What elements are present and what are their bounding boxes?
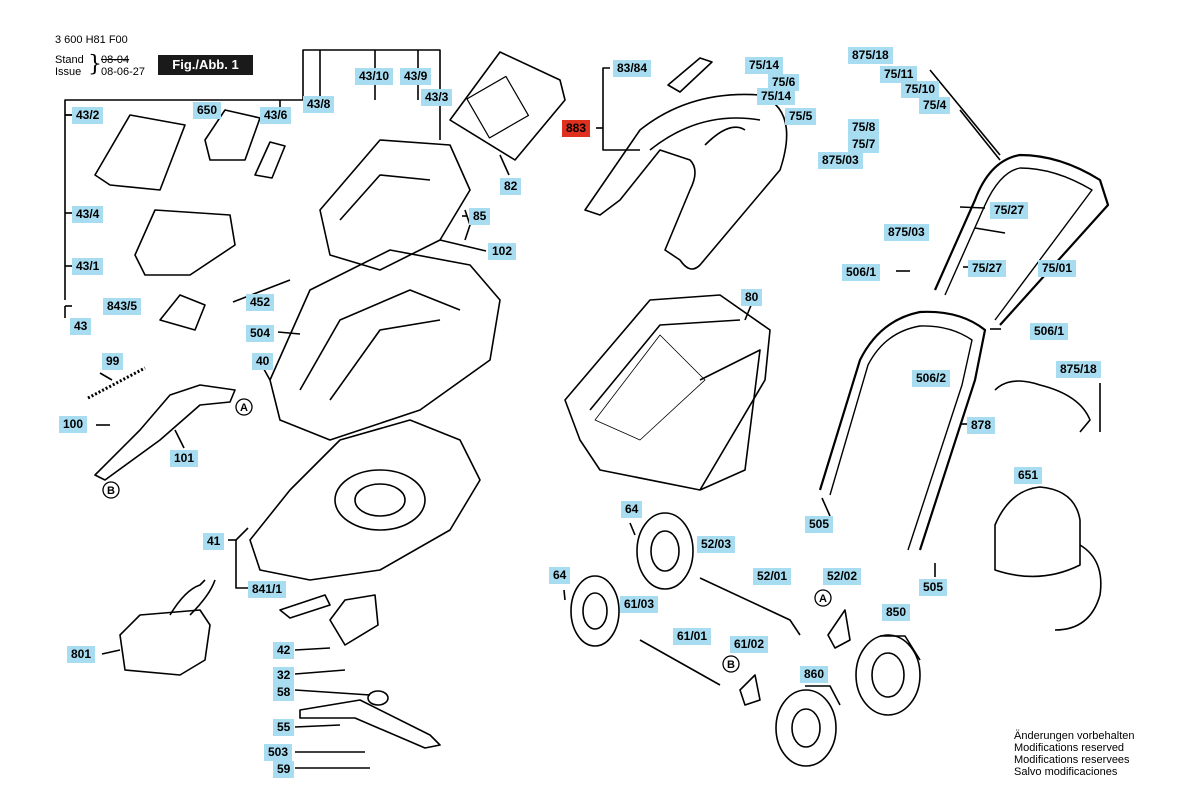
part-label-64a: 64 bbox=[621, 501, 643, 518]
part-label-506-1b: 506/1 bbox=[1030, 323, 1069, 340]
part-label-75-01: 75/01 bbox=[1038, 260, 1077, 277]
part-label-875-03b: 875/03 bbox=[884, 224, 929, 241]
part-label-505b: 505 bbox=[919, 579, 948, 596]
brace: } bbox=[88, 52, 102, 77]
note-de: Änderungen vorbehalten bbox=[1014, 730, 1135, 742]
document-number: 3 600 H81 F00 bbox=[55, 34, 128, 46]
part-label-506-1a: 506/1 bbox=[842, 264, 881, 281]
ref-b-2: B bbox=[727, 659, 735, 671]
part-label-75-27b: 75/27 bbox=[968, 260, 1007, 277]
part-label-505a: 505 bbox=[805, 516, 834, 533]
part-label-43: 43 bbox=[70, 318, 92, 335]
part-label-75-6: 75/6 bbox=[768, 74, 800, 91]
part-label-878: 878 bbox=[967, 417, 996, 434]
part-label-850: 850 bbox=[882, 604, 911, 621]
part-label-61-02: 61/02 bbox=[730, 636, 769, 653]
part-label-875-18a: 875/18 bbox=[848, 47, 893, 64]
part-label-59: 59 bbox=[273, 761, 295, 778]
part-label-61-03: 61/03 bbox=[620, 596, 659, 613]
part-label-43-4: 43/4 bbox=[72, 206, 104, 223]
part-label-42: 42 bbox=[273, 642, 295, 659]
part-label-52-01: 52/01 bbox=[753, 568, 792, 585]
ref-a-1: A bbox=[240, 402, 248, 414]
part-label-43-10: 43/10 bbox=[355, 68, 394, 85]
part-label-61-01: 61/01 bbox=[673, 628, 712, 645]
part-label-52-02: 52/02 bbox=[823, 568, 862, 585]
ref-a-circle-1 bbox=[235, 398, 253, 416]
figure-title: Fig./Abb. 1 bbox=[158, 55, 253, 75]
part-label-75-11: 75/11 bbox=[880, 66, 918, 83]
part-label-40: 40 bbox=[252, 353, 274, 370]
part-label-75-4: 75/4 bbox=[919, 97, 951, 114]
note-es: Salvo modificaciones bbox=[1014, 766, 1118, 778]
ref-b-circle-2 bbox=[722, 655, 740, 673]
part-label-801: 801 bbox=[67, 646, 96, 663]
issue-label: Issue bbox=[55, 66, 82, 78]
part-label-883: 883 bbox=[562, 120, 591, 137]
part-label-43-9: 43/9 bbox=[400, 68, 432, 85]
part-label-75-14a: 75/14 bbox=[745, 57, 784, 74]
part-label-452: 452 bbox=[246, 294, 275, 311]
part-label-82: 82 bbox=[500, 178, 522, 195]
part-label-43-2: 43/2 bbox=[72, 107, 104, 124]
part-label-860: 860 bbox=[800, 666, 829, 683]
note-fr: Modifications reservees bbox=[1014, 754, 1130, 766]
stand-label: Stand bbox=[55, 54, 84, 66]
ref-a-circle-2 bbox=[814, 589, 832, 607]
part-label-650: 650 bbox=[193, 102, 222, 119]
part-label-651: 651 bbox=[1014, 467, 1043, 484]
part-label-83-84: 83/84 bbox=[613, 60, 652, 77]
part-label-58: 58 bbox=[273, 684, 295, 701]
part-label-102: 102 bbox=[488, 243, 517, 260]
part-label-55: 55 bbox=[273, 719, 295, 736]
part-label-75-7: 75/7 bbox=[848, 136, 880, 153]
part-label-75-8: 75/8 bbox=[848, 119, 880, 136]
part-label-80: 80 bbox=[741, 289, 763, 306]
part-label-85: 85 bbox=[469, 208, 491, 225]
part-label-75-14b: 75/14 bbox=[757, 88, 796, 105]
part-label-100: 100 bbox=[59, 416, 88, 433]
stand-value: 08-04 bbox=[101, 54, 130, 66]
part-label-75-10: 75/10 bbox=[901, 81, 940, 98]
note-en: Modifications reserved bbox=[1014, 742, 1125, 754]
part-label-99: 99 bbox=[102, 353, 124, 370]
ref-b-circle-1 bbox=[102, 481, 120, 499]
issue-value: 08-06-27 bbox=[101, 66, 146, 78]
part-label-504: 504 bbox=[246, 325, 275, 342]
part-label-843-5: 843/5 bbox=[103, 298, 142, 315]
ref-a-2: A bbox=[819, 593, 827, 605]
ref-b-1: B bbox=[107, 485, 115, 497]
part-label-841-1: 841/1 bbox=[248, 581, 287, 598]
part-label-43-1: 43/1 bbox=[72, 258, 104, 275]
part-label-506-2: 506/2 bbox=[912, 370, 951, 387]
part-label-43-6: 43/6 bbox=[260, 107, 292, 124]
part-label-75-5: 75/5 bbox=[785, 108, 817, 125]
notes-block: Änderungen vorbehalten Modifications res… bbox=[1014, 730, 1134, 778]
part-label-41: 41 bbox=[203, 533, 225, 550]
part-label-75-27a: 75/27 bbox=[990, 202, 1029, 219]
part-label-875-03a: 875/03 bbox=[818, 152, 863, 169]
part-label-43-3: 43/3 bbox=[421, 89, 453, 106]
part-label-101: 101 bbox=[170, 450, 199, 467]
part-label-32: 32 bbox=[273, 667, 295, 684]
part-label-503: 503 bbox=[264, 744, 293, 761]
part-label-875-18b: 875/18 bbox=[1056, 361, 1101, 378]
part-label-43-8: 43/8 bbox=[303, 96, 335, 113]
part-label-64b: 64 bbox=[549, 567, 571, 584]
part-label-52-03: 52/03 bbox=[697, 536, 736, 553]
